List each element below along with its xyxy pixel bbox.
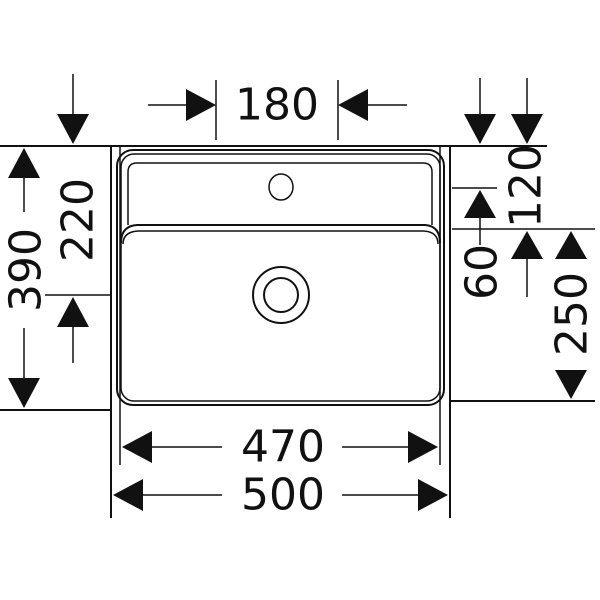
dimension-180: 180	[148, 80, 407, 131]
dimension-250: 250	[547, 231, 598, 399]
dimension-390: 390	[1, 148, 52, 408]
dimension-220: 220	[53, 74, 104, 363]
basin-outline	[110, 146, 451, 518]
dimension-120: 120	[501, 78, 552, 297]
drain	[252, 266, 310, 324]
dim-label-470: 470	[241, 422, 325, 473]
dim-label-60: 60	[457, 244, 508, 300]
dimension-470: 470	[122, 422, 438, 473]
dim-label-120: 120	[501, 144, 552, 228]
dim-label-500: 500	[241, 470, 325, 521]
tap-hole	[268, 173, 294, 201]
dimension-60: 60	[457, 78, 508, 300]
dim-label-180: 180	[235, 80, 319, 131]
dim-label-250: 250	[547, 272, 598, 356]
dimension-500: 500	[113, 470, 448, 521]
dim-label-220: 220	[53, 178, 104, 262]
dim-label-390: 390	[1, 228, 52, 312]
reference-lines	[0, 80, 595, 411]
